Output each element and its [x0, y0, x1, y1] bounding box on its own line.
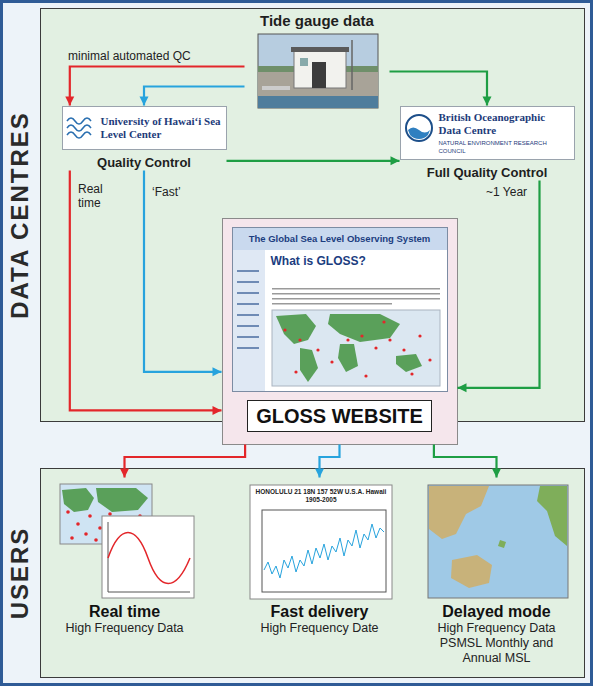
arrow-head	[391, 156, 400, 165]
website-screenshot-art	[233, 250, 440, 391]
chart-title-holder: HONOLULU 21 18N 157 52W U.S.A. Hawaii 19…	[252, 488, 390, 504]
flow-line	[227, 160, 400, 162]
side-band: USERS	[3, 469, 37, 677]
product-title: Delayed mode	[418, 602, 576, 621]
edge-label-holder: Real time	[76, 182, 114, 211]
flow-arrow	[227, 156, 400, 165]
flow-line	[144, 171, 222, 372]
website-title: The Global Sea Level Observing System	[233, 228, 447, 250]
data-centre: University of Hawaiʻi Sea Level CenterQu…	[62, 106, 227, 171]
flow-arrow	[120, 445, 245, 478]
panel-heading: DATA CENTRES	[6, 111, 34, 319]
flow-line	[125, 445, 246, 478]
arrow-head	[483, 97, 492, 106]
logo-box: University of Hawaiʻi Sea Level Center	[62, 106, 227, 150]
centre-name: University of Hawaiʻi Sea Level Center	[101, 115, 222, 141]
arrow-head	[492, 469, 501, 478]
bodc-logo	[406, 115, 432, 141]
website-heading: What is GLOSS?	[271, 254, 447, 268]
flow-arrow	[70, 171, 222, 415]
node-heading: Tide gauge data	[245, 12, 390, 30]
flow-line	[70, 67, 245, 106]
arrow-head	[458, 383, 467, 392]
edge-label: ‘Fast’	[150, 185, 183, 199]
node-heading: Full Quality Control	[400, 165, 575, 181]
product-detail: High Frequency Data	[60, 621, 190, 636]
side-band: DATA CENTRES	[3, 9, 37, 421]
centre-name: British Oceanographic Data Centre	[439, 111, 570, 137]
arrow-head	[65, 97, 74, 106]
flow-line	[458, 181, 540, 388]
flow-arrow	[434, 445, 501, 478]
arrow-head	[315, 469, 324, 478]
flow-line	[144, 87, 245, 106]
flow-line	[320, 445, 340, 478]
panel-heading: USERS	[6, 527, 34, 620]
uh-logo	[67, 118, 91, 138]
website-label: GLOSS WEBSITE	[247, 400, 432, 432]
flow-arrow	[144, 171, 222, 377]
edge-label: minimal automated QC	[66, 49, 193, 63]
arrow-head	[213, 406, 222, 415]
product-detail: High Frequency Date	[255, 621, 385, 636]
product-detail: High Frequency Data PSMSL Monthly and An…	[432, 621, 562, 666]
edge-label: Real time	[76, 182, 114, 210]
flow-line	[434, 445, 497, 478]
edge-label-holder: minimal automated QC	[66, 46, 193, 64]
flow-arrow	[390, 72, 492, 106]
fast-delivery-chart	[250, 485, 392, 599]
edge-label-holder: ‘Fast’	[150, 182, 183, 200]
product-title: Real time	[52, 602, 198, 621]
real-time-thumbnail	[60, 484, 194, 598]
flow-line	[70, 171, 222, 411]
delayed-mode-map	[428, 485, 568, 598]
node-heading: Quality Control	[62, 155, 227, 171]
arrow-head	[120, 469, 129, 478]
chart-title: HONOLULU 21 18N 157 52W U.S.A. Hawaii 19…	[252, 488, 390, 504]
flow-arrow	[458, 181, 540, 393]
edge-label-holder: ~1 Year	[484, 182, 529, 200]
flow-arrow	[315, 445, 340, 478]
flow-line	[390, 72, 488, 106]
edge-label: ~1 Year	[484, 185, 529, 199]
flow-arrow	[140, 87, 245, 106]
product-title: Fast delivery	[242, 602, 398, 621]
centre-subtitle: NATURAL ENVIRONMENT RESEARCH COUNCIL	[439, 139, 570, 155]
arrow-head	[213, 367, 222, 376]
flow-arrow	[65, 67, 244, 106]
tide-gauge-photo	[258, 34, 378, 108]
arrow-head	[140, 97, 149, 106]
